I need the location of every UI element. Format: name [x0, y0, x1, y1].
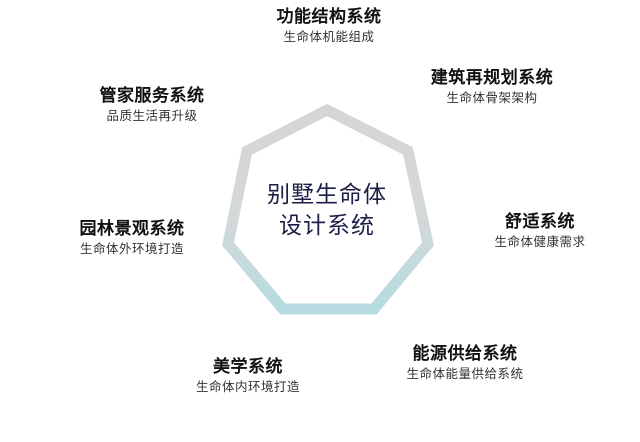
- center-title-line1: 别墅生命体: [267, 182, 387, 208]
- node-function-structure: 功能结构系统 生命体机能组成: [259, 6, 399, 45]
- node-subtitle: 生命体能量供给系统: [406, 366, 524, 381]
- node-subtitle: 生命体内环境打造: [195, 379, 300, 394]
- node-title: 园林景观系统: [79, 219, 185, 239]
- node-title: 能源供给系统: [412, 344, 518, 364]
- node-landscape: 园林景观系统 生命体外环境打造: [62, 218, 202, 257]
- node-title: 美学系统: [213, 357, 283, 377]
- node-subtitle: 生命体健康需求: [494, 234, 586, 249]
- node-title: 建筑再规划系统: [430, 68, 554, 88]
- node-title: 功能结构系统: [276, 7, 382, 27]
- node-subtitle: 生命体机能组成: [283, 29, 375, 44]
- node-title: 管家服务系统: [99, 86, 205, 106]
- node-title: 舒适系统: [505, 212, 575, 232]
- node-aesthetics: 美学系统 生命体内环境打造: [178, 356, 318, 395]
- node-subtitle: 生命体骨架架构: [446, 90, 538, 105]
- node-subtitle: 生命体外环境打造: [79, 241, 184, 256]
- node-comfort: 舒适系统 生命体健康需求: [470, 211, 610, 250]
- node-architecture-replan: 建筑再规划系统 生命体骨架架构: [412, 67, 572, 106]
- center-title: 别墅生命体 设计系统: [247, 180, 407, 242]
- node-subtitle: 品质生活再升级: [106, 108, 198, 123]
- node-energy-supply: 能源供给系统 生命体能量供给系统: [385, 343, 545, 382]
- center-title-line2: 设计系统: [279, 213, 375, 239]
- node-butler-service: 管家服务系统 品质生活再升级: [82, 85, 222, 124]
